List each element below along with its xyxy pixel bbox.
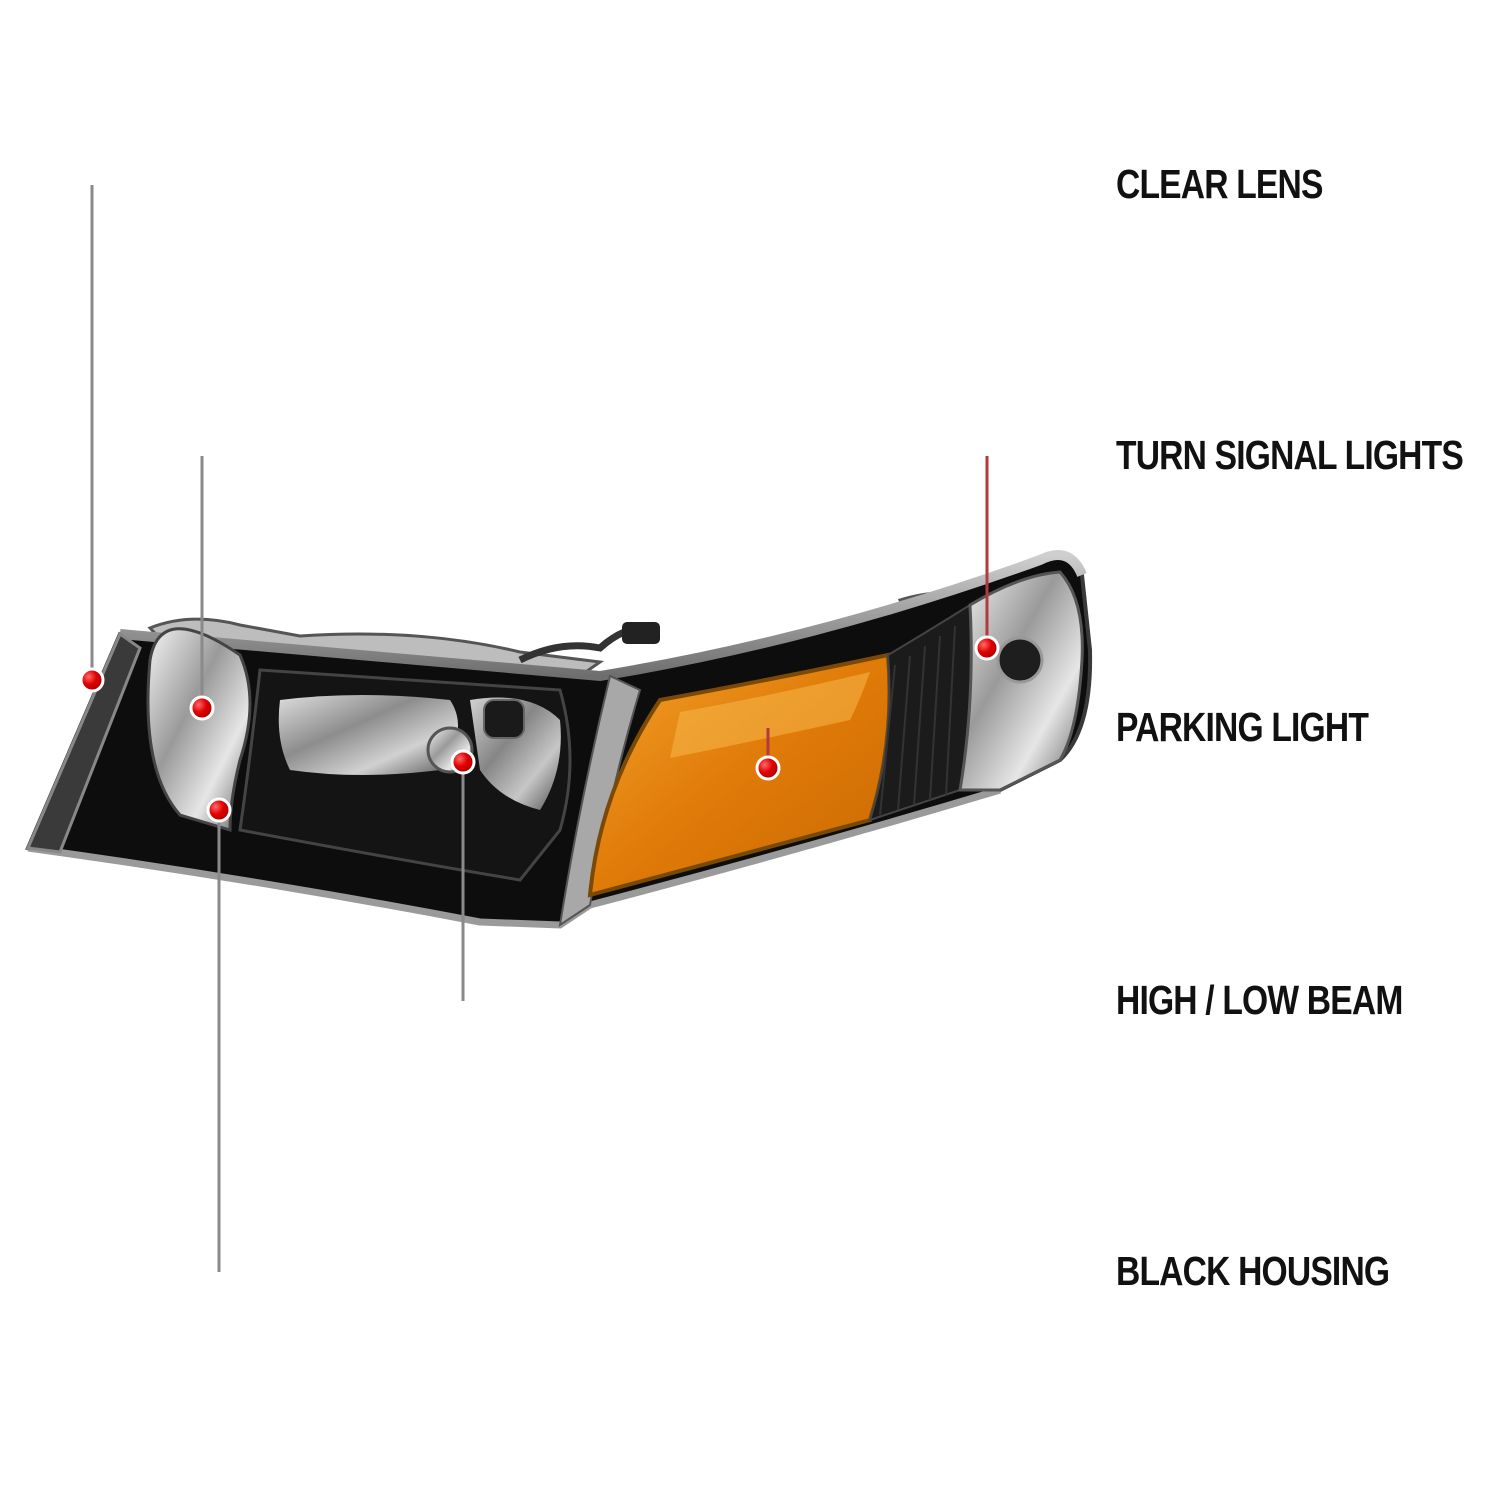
label-parking-light: PARKING LIGHT <box>1116 704 1369 750</box>
marker-high-low-beam <box>450 749 476 775</box>
lens-trim <box>119 550 1087 682</box>
amber-lens-highlight <box>670 672 870 758</box>
marker-clear-lens <box>79 667 105 693</box>
marker-turn-signal-left <box>189 695 215 721</box>
marker-parking-light <box>755 755 781 781</box>
label-clear-lens: CLEAR LENS <box>1116 161 1323 207</box>
reflector-chrome <box>278 695 458 775</box>
label-turn-signal-lights: TURN SIGNAL LIGHTS <box>1116 432 1464 478</box>
bulb-cap <box>483 699 525 739</box>
marker-black-housing <box>206 797 232 823</box>
leader-lines <box>90 183 1098 1274</box>
callout-markers <box>79 635 1000 823</box>
label-black-housing: BLACK HOUSING <box>1116 1248 1390 1294</box>
headlamp-reflector <box>146 627 252 833</box>
label-high-low-beam: HIGH / LOW BEAM <box>1116 977 1403 1023</box>
corner-bulb <box>996 636 1044 684</box>
wire-connector <box>622 622 660 644</box>
marker-turn-signal-right <box>974 635 1000 661</box>
ribbed-lines <box>879 625 956 816</box>
lens-trim-bottom <box>27 786 1002 929</box>
headlight-assembly <box>25 550 1093 929</box>
left-bezel <box>25 631 142 854</box>
lamp-divider <box>558 674 642 928</box>
